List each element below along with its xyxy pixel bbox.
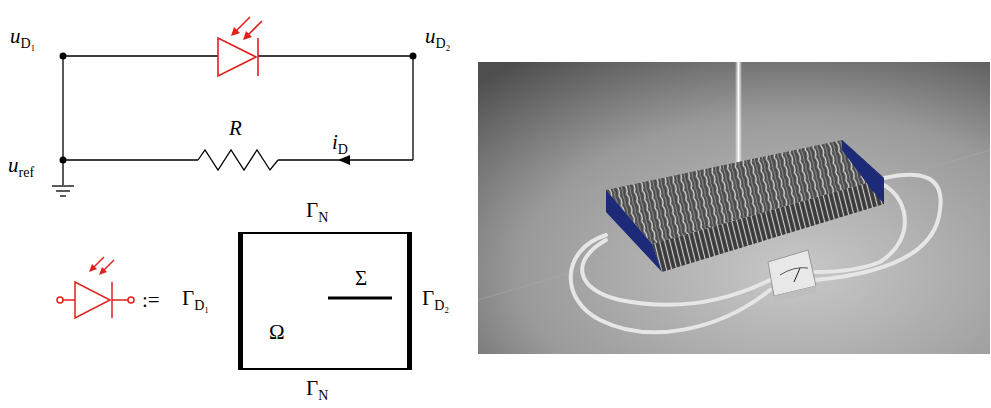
domain-box: ΣΩ: [238, 232, 412, 370]
resistor-label: R: [229, 118, 242, 139]
boundary-label: ΓD₂: [422, 288, 449, 313]
boundary-label: ΓD₁: [182, 288, 209, 313]
definition-sign: :=: [142, 290, 160, 311]
node-voltage: uD₂: [425, 26, 451, 51]
boundary-label: ΓN: [306, 378, 328, 403]
domain-label: Ω: [269, 322, 285, 343]
node-voltage: uD₁: [10, 26, 36, 51]
reference-voltage: uref: [8, 155, 34, 180]
interface-label: Σ: [355, 268, 367, 289]
boundary-label: ΓN: [306, 200, 328, 225]
current-label: iD: [332, 132, 348, 157]
